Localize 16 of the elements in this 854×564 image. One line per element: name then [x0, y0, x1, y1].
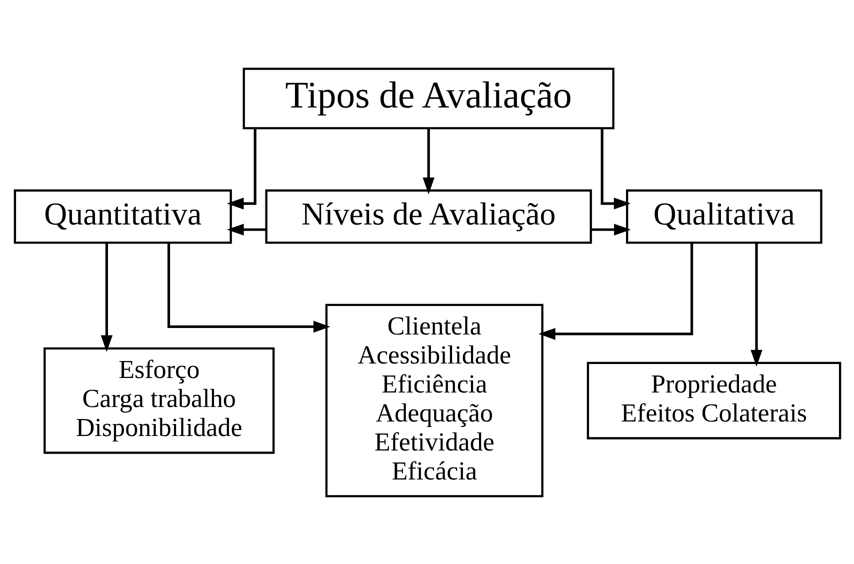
node-box: Quantitativa	[13, 188, 232, 244]
node-box: Níveis de Avaliação	[264, 188, 592, 244]
arrow	[750, 242, 762, 366]
node-box: Tipos de Avaliação	[242, 67, 614, 129]
node-box: Propriedade Efeitos Colaterais	[586, 361, 841, 439]
arrow	[590, 223, 630, 236]
arrow	[600, 128, 630, 209]
arrow	[226, 223, 266, 236]
node-box: Clientela Acessibilidade Eficiência Adequação Efetividade Eficácia	[324, 303, 543, 497]
node-box: Qualitativa	[626, 188, 822, 244]
node-box: Esforço Carga trabalho Disponibilidade	[43, 346, 274, 454]
arrow	[166, 242, 330, 332]
arrow	[100, 242, 112, 352]
arrow	[226, 128, 256, 209]
arrow	[538, 242, 693, 340]
arrow	[422, 128, 434, 194]
